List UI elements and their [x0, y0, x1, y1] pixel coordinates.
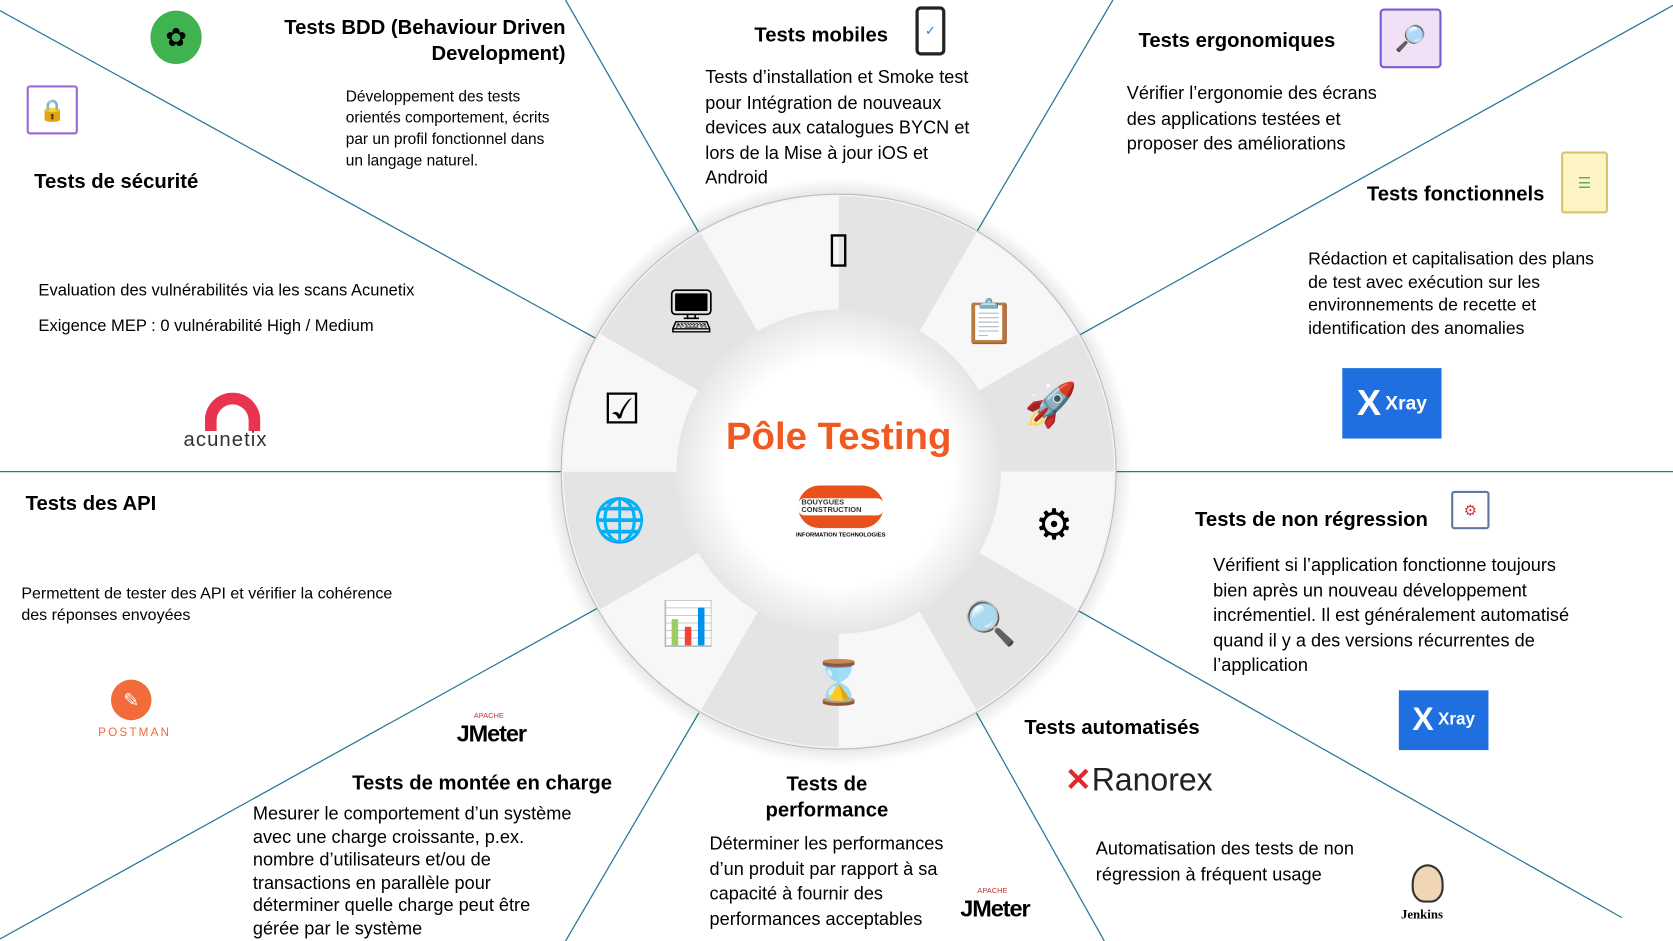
globe-icon: 🌐: [593, 497, 647, 545]
security-lock-icon: 🔒: [26, 85, 78, 135]
checkbox-icon: ☑: [602, 386, 642, 434]
rocket-icon: 🚀: [1024, 381, 1078, 429]
regression-description: Vérifient si l’application fonctionne to…: [1213, 554, 1570, 676]
postman-logo-mark: ✎: [110, 679, 152, 721]
hourglass-icon: ⌛: [812, 659, 866, 707]
bouygues-logo-sub: INFORMATION TECHNOLOGIES: [796, 532, 886, 539]
ergo-title: Tests ergonomiques: [1138, 29, 1336, 53]
bouygues-logo: BOUYGUES CONSTRUCTION: [798, 485, 884, 529]
functional-title: Tests fonctionnels: [1366, 183, 1545, 206]
acunetix-logo: acunetix: [183, 428, 268, 452]
mobile-title: Tests mobiles: [754, 24, 889, 47]
mobile-checklist-icon: ✓: [915, 6, 946, 56]
ranorex-logo: ✕Ranorex: [1064, 762, 1213, 799]
center-title: Pôle Testing: [725, 413, 952, 458]
gear-icon: ⚙: [1035, 501, 1074, 549]
api-description: Permettent de tester des API et vérifier…: [21, 584, 393, 625]
cucumber-logo: ✿: [150, 10, 202, 65]
clipboard-icon: ☰: [1561, 151, 1608, 214]
presentation-board-icon: 📊: [661, 600, 715, 648]
security-desc-1: Evaluation des vulnérabilités via les sc…: [38, 281, 415, 300]
postman-logo: POSTMAN: [98, 726, 172, 740]
clipboard-checklist-icon: 📋: [962, 298, 1016, 346]
monitor-icon: 🖥: [664, 288, 719, 336]
magnifier-gear-icon: 🔍: [963, 600, 1017, 648]
jenkins-logo-mark: [1411, 864, 1444, 903]
api-title: Tests des API: [25, 492, 157, 516]
security-desc-2: Exigence MEP : 0 vulnérabilité High / Me…: [38, 316, 374, 336]
security-title: Tests de sécurité: [34, 170, 199, 194]
jenkins-logo: Jenkins: [1400, 906, 1443, 922]
load-title: Tests de montée en charge: [352, 772, 612, 795]
regression-title: Tests de non régression: [1195, 508, 1428, 532]
automated-title: Tests automatisés: [1024, 717, 1200, 740]
regression-settings-icon: ⚙: [1451, 490, 1490, 530]
smartphone-icon: ▯: [826, 224, 851, 272]
acunetix-logo-mark: [204, 392, 261, 432]
ergonomics-icon: 🔎: [1379, 8, 1442, 69]
